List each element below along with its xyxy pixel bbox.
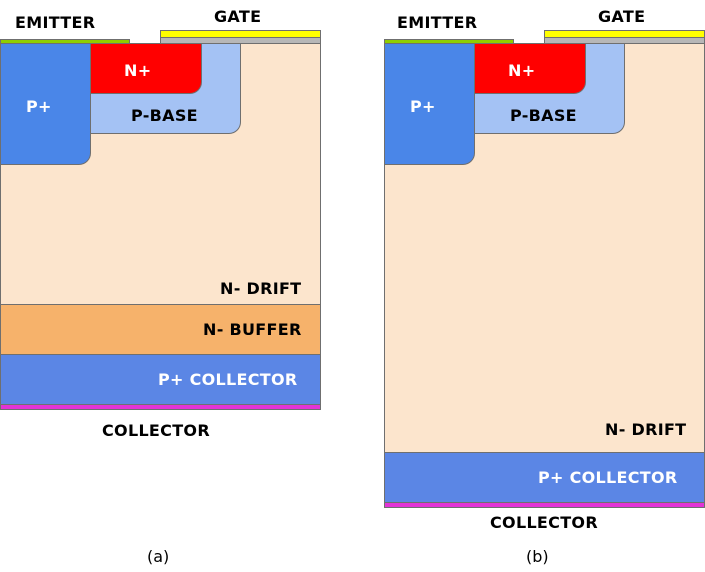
caption-a: (a) bbox=[147, 547, 170, 566]
p-collector-label: P+ COLLECTOR bbox=[158, 370, 298, 389]
n-plus-label: N+ bbox=[124, 61, 152, 80]
gate-label: GATE bbox=[598, 7, 646, 26]
emitter-contact bbox=[384, 39, 514, 44]
collector-contact bbox=[0, 404, 321, 410]
n-drift-label: N- DRIFT bbox=[220, 279, 302, 298]
p-plus-label: P+ bbox=[26, 97, 52, 116]
p-plus-region bbox=[384, 43, 475, 165]
n-drift-label: N- DRIFT bbox=[605, 420, 687, 439]
caption-b: (b) bbox=[526, 547, 549, 566]
gate-contact bbox=[160, 30, 321, 38]
p-plus-region bbox=[0, 43, 91, 165]
p-collector-label: P+ COLLECTOR bbox=[538, 468, 678, 487]
gate-oxide bbox=[544, 37, 705, 44]
p-base-label: P-BASE bbox=[510, 106, 577, 125]
n-plus-region bbox=[89, 43, 202, 94]
n-buffer-region bbox=[0, 304, 321, 355]
n-plus-label: N+ bbox=[508, 61, 536, 80]
gate-contact bbox=[544, 30, 705, 38]
collector-contact bbox=[384, 502, 705, 508]
p-collector-region bbox=[0, 354, 321, 405]
emitter-contact bbox=[0, 39, 130, 44]
n-buffer-label: N- BUFFER bbox=[203, 320, 302, 339]
collector-label: COLLECTOR bbox=[490, 513, 598, 532]
collector-label: COLLECTOR bbox=[102, 421, 210, 440]
emitter-label: EMITTER bbox=[15, 13, 96, 32]
emitter-label: EMITTER bbox=[397, 13, 478, 32]
p-base-label: P-BASE bbox=[131, 106, 198, 125]
n-plus-region bbox=[473, 43, 586, 94]
gate-label: GATE bbox=[214, 7, 262, 26]
p-plus-label: P+ bbox=[410, 97, 436, 116]
diagram-a: EMITTER GATE P+ N+ P-BASE N- DRIFT N- BU… bbox=[0, 0, 330, 572]
